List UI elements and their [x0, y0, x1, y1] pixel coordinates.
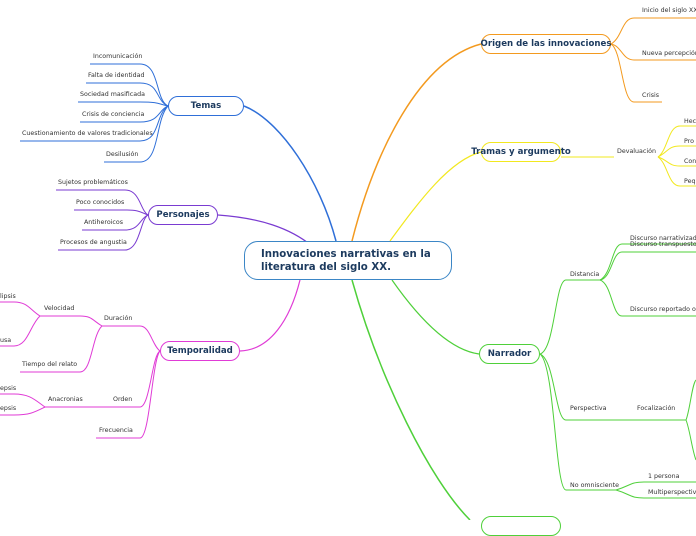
narrador-no-omnisciente-item[interactable]: Multiperspectiva — [648, 489, 696, 496]
narrador-no-omnisciente[interactable]: No omnisciente — [570, 482, 619, 489]
temporalidad-elipsis[interactable]: lipsis — [0, 293, 16, 300]
origen-item[interactable]: Crisis — [642, 92, 660, 99]
topic-personajes-label: Personajes — [156, 210, 210, 220]
central-topic-line2: literatura del siglo XX. — [261, 262, 391, 273]
tramas-devaluacion[interactable]: Devaluación — [617, 148, 656, 155]
narrador-no-omnisciente-item[interactable]: 1 persona — [648, 473, 680, 480]
edge-central-personajes — [217, 214, 313, 247]
topic-origen-label: Origen de las innovaciones — [480, 39, 612, 49]
personajes-item[interactable]: Poco conocidos — [76, 199, 125, 206]
temporalidad-pausa[interactable]: usa — [0, 337, 12, 344]
origen-item[interactable]: Inicio del siglo XX — [642, 7, 696, 14]
edge-central-tramas — [389, 151, 482, 242]
temas-item[interactable]: Cuestionamiento de valores tradicionales — [22, 130, 153, 137]
personajes-item[interactable]: Procesos de angustia — [60, 239, 127, 246]
temporalidad-prolepsis[interactable]: epsis — [0, 405, 17, 412]
topic-temporalidad[interactable]: Temporalidad — [160, 341, 240, 361]
temas-item[interactable]: Crisis de conciencia — [82, 111, 145, 118]
edge-central-narrador-bottom — [351, 279, 471, 520]
temas-item[interactable]: Sociedad masificada — [80, 91, 145, 98]
temas-item[interactable]: Desilusión — [106, 151, 139, 158]
temas-item[interactable]: Incomunicación — [93, 53, 143, 60]
personajes-leaf-edges — [56, 189, 149, 251]
topic-narrador-label: Narrador — [487, 349, 532, 359]
topic-temporalidad-label: Temporalidad — [167, 346, 233, 356]
topic-temas-label: Temas — [190, 101, 222, 111]
temporalidad-tiempo-relato[interactable]: Tiempo del relato — [22, 361, 78, 368]
tramas-item[interactable]: Peq — [684, 178, 696, 185]
edge-central-narrador — [391, 279, 480, 355]
temporalidad-duracion[interactable]: Duración — [104, 315, 133, 322]
temporalidad-frecuencia[interactable]: Frecuencia — [99, 427, 133, 434]
personajes-item[interactable]: Sujetos problemáticos — [58, 179, 128, 186]
central-topic-line1: Innovaciones narrativas en la — [261, 249, 431, 260]
narrador-discurso-transpuesto[interactable]: Discurso transpuesto — [630, 241, 696, 248]
tramas-item[interactable]: Pro — [684, 138, 694, 145]
origen-item[interactable]: Nueva percepción d — [642, 50, 696, 57]
temporalidad-leaf-edges — [0, 301, 161, 439]
narrador-focalizacion[interactable]: Focalización — [637, 405, 676, 412]
temporalidad-orden[interactable]: Orden — [113, 396, 133, 403]
personajes-item[interactable]: Antiheroicos — [84, 219, 124, 226]
narrador-distancia-item[interactable]: Discurso reportado o cit — [630, 306, 696, 313]
temas-item[interactable]: Falta de identidad — [88, 72, 145, 79]
topic-origen[interactable]: Origen de las innovaciones — [481, 34, 611, 54]
temporalidad-anacronias[interactable]: Anacronias — [48, 396, 83, 403]
mind-map-connectors — [0, 17, 696, 520]
tramas-leaf-edges — [561, 125, 696, 187]
narrador-distancia[interactable]: Distancia — [570, 271, 600, 278]
topic-tramas[interactable]: Tramas y argumento — [471, 142, 571, 162]
tramas-item[interactable]: Con — [684, 158, 696, 165]
topic-tramas-label: Tramas y argumento — [471, 147, 571, 157]
central-topic[interactable]: Innovaciones narrativas en la literatura… — [244, 241, 452, 280]
narrador-leaf-edges — [539, 243, 696, 499]
edge-central-temas — [243, 105, 337, 242]
tramas-item[interactable]: Hec — [684, 118, 696, 125]
temporalidad-velocidad[interactable]: Velocidad — [44, 305, 75, 312]
narrador-perspectiva[interactable]: Perspectiva — [570, 405, 607, 412]
narrador-distancia-item[interactable]: Discurso narrativizado — [630, 235, 696, 242]
temas-leaf-edges — [20, 63, 169, 163]
topic-narrador[interactable]: Narrador — [479, 344, 540, 364]
topic-temas[interactable]: Temas — [168, 96, 244, 116]
topic-personajes[interactable]: Personajes — [148, 205, 218, 225]
edge-central-temporalidad — [239, 279, 301, 352]
topic-narrador-bottom-partial[interactable] — [481, 516, 561, 536]
origen-leaf-edges — [610, 17, 696, 103]
temporalidad-analepsis[interactable]: epsis — [0, 385, 17, 392]
edge-central-origen — [351, 43, 482, 242]
